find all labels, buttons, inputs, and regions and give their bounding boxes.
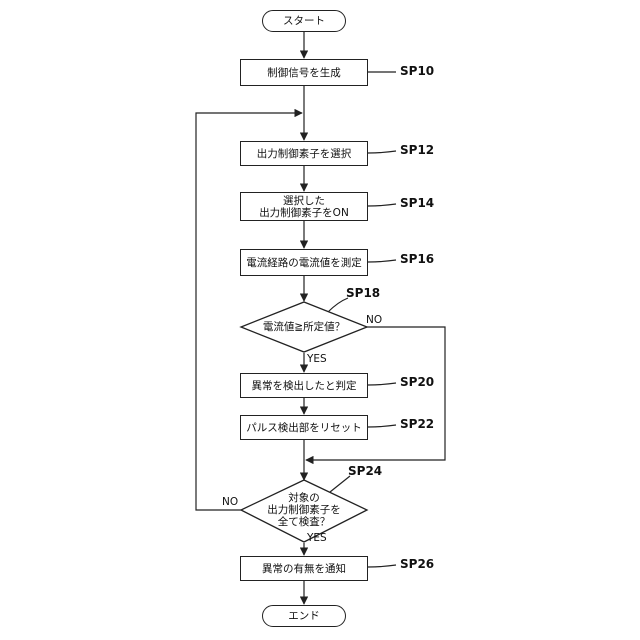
process-turn-on: 選択した 出力制御素子をON — [240, 192, 368, 221]
decision-all-label: 対象の 出力制御素子を 全て検査？ — [250, 490, 358, 530]
decision-current-label: 電流値≧所定値？ — [244, 319, 364, 335]
leader-sp12 — [368, 151, 396, 153]
start-label: スタート — [283, 15, 325, 27]
branch-sp24-no: NO — [222, 496, 238, 508]
step-sp24: SP24 — [348, 464, 382, 478]
process-select-element: 出力制御素子を選択 — [240, 141, 368, 166]
branch-sp24-yes: YES — [307, 532, 327, 544]
process-measure: 電流経路の電流値を測定 — [240, 249, 368, 276]
process-measure-label: 電流経路の電流値を測定 — [246, 257, 362, 269]
leader-sp18 — [328, 298, 348, 312]
leader-sp16 — [368, 260, 396, 262]
step-sp12: SP12 — [400, 143, 434, 157]
step-sp22: SP22 — [400, 417, 434, 431]
leader-sp20 — [368, 383, 396, 385]
step-sp10: SP10 — [400, 64, 434, 78]
step-sp16: SP16 — [400, 252, 434, 266]
process-select-element-label: 出力制御素子を選択 — [257, 148, 352, 160]
branch-sp18-no: NO — [366, 314, 382, 326]
process-gen-signal-label: 制御信号を生成 — [267, 67, 341, 79]
process-reset-pulse-label: パルス検出部をリセット — [246, 422, 362, 434]
step-sp26: SP26 — [400, 557, 434, 571]
leader-sp14 — [368, 204, 396, 206]
process-notify-label: 異常の有無を通知 — [262, 563, 346, 575]
process-turn-on-label: 選択した 出力制御素子をON — [259, 195, 349, 219]
process-notify: 異常の有無を通知 — [240, 556, 368, 581]
step-sp18: SP18 — [346, 286, 380, 300]
end-label: エンド — [288, 610, 320, 622]
end-terminal: エンド — [262, 605, 346, 627]
leader-sp22 — [368, 425, 396, 427]
process-judge-abnormal: 異常を検出したと判定 — [240, 373, 368, 398]
branch-sp18-yes: YES — [307, 353, 327, 365]
process-gen-signal: 制御信号を生成 — [240, 59, 368, 86]
start-terminal: スタート — [262, 10, 346, 32]
process-judge-abnormal-label: 異常を検出したと判定 — [252, 380, 357, 392]
leader-sp26 — [368, 565, 396, 567]
step-sp20: SP20 — [400, 375, 434, 389]
process-reset-pulse: パルス検出部をリセット — [240, 415, 368, 440]
step-sp14: SP14 — [400, 196, 434, 210]
